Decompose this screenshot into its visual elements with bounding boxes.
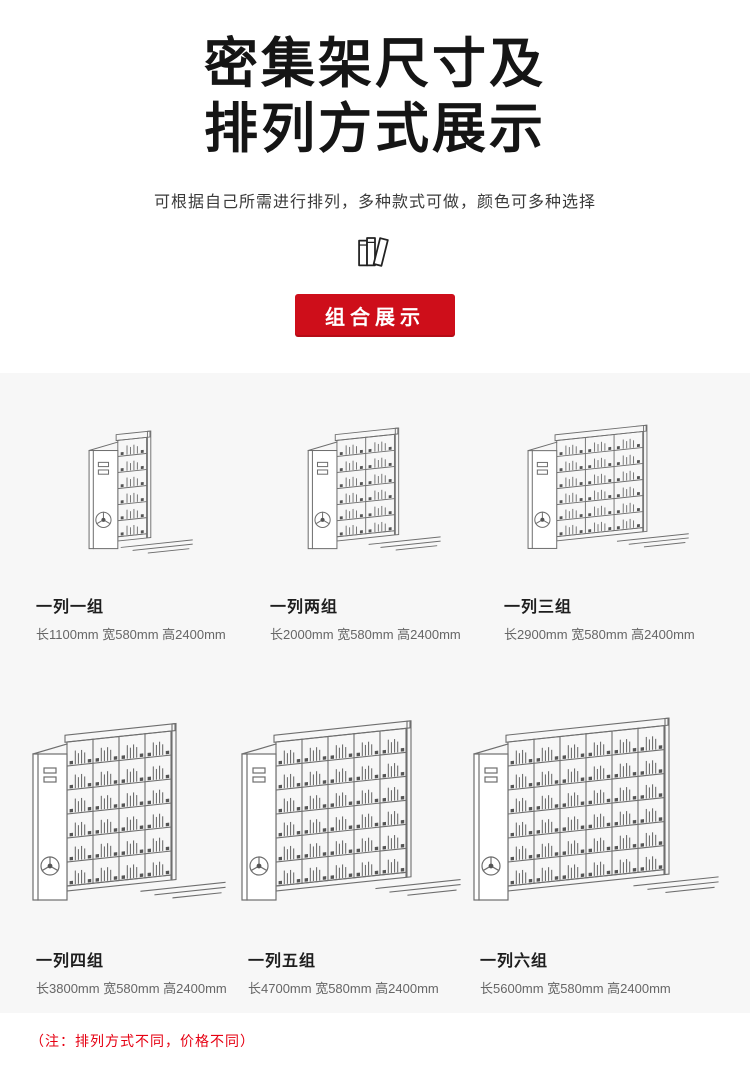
product-grid-row1: 一列一组 长1100mm 宽580mm 高2400mm [24,397,726,643]
product-item: 一列五组 长4700mm 宽580mm 高2400mm [236,643,468,997]
shelf-illustration [492,397,726,563]
product-item: 一列一组 长1100mm 宽580mm 高2400mm [24,397,258,643]
product-name: 一列五组 [248,952,317,970]
page-title-line2: 排列方式展示 [204,98,546,159]
product-item: 一列三组 长2900mm 宽580mm 高2400mm [492,397,726,643]
product-name: 一列一组 [36,598,105,616]
page-title-line1: 密集架尺寸及 [204,34,546,94]
page-header: 密集架尺寸及 排列方式展示 可根据自己所需进行排列，多种款式可做，颜色可多种选择… [0,0,750,337]
page-subtitle: 可根据自己所需进行排列，多种款式可做，颜色可多种选择 [153,193,596,211]
product-item: 一列两组 长2000mm 宽580mm 高2400mm [258,397,492,643]
product-dimensions: 长5600mm 宽580mm 高2400mm [480,980,671,996]
shelf-illustration [24,397,258,563]
product-item: 一列六组 长5600mm 宽580mm 高2400mm [468,643,726,997]
product-dimensions: 长2000mm 宽580mm 高2400mm [270,626,461,642]
shelf-illustration [236,673,468,917]
product-grid-row2: 一列四组 长3800mm 宽580mm 高2400mm [24,643,726,997]
combo-badge: 组合展示 [295,293,455,337]
product-dimensions: 长3800mm 宽580mm 高2400mm [36,980,227,996]
product-name: 一列三组 [504,598,573,616]
shelf-illustration [24,673,236,917]
product-section: 一列一组 长1100mm 宽580mm 高2400mm [0,372,750,1013]
product-name: 一列四组 [36,952,105,970]
shelf-illustration [258,397,492,563]
product-name: 一列六组 [480,952,549,970]
product-dimensions: 长4700mm 宽580mm 高2400mm [248,980,439,996]
product-name: 一列两组 [270,598,339,616]
books-icon [0,234,750,276]
page-title: 密集架尺寸及 排列方式展示 [0,32,750,162]
product-dimensions: 长2900mm 宽580mm 高2400mm [504,626,695,642]
product-dimensions: 长1100mm 宽580mm 高2400mm [36,626,226,642]
product-item: 一列四组 长3800mm 宽580mm 高2400mm [24,643,236,997]
footer-note: （注：排列方式不同，价格不同） [30,1032,255,1049]
shelf-illustration [468,673,726,917]
